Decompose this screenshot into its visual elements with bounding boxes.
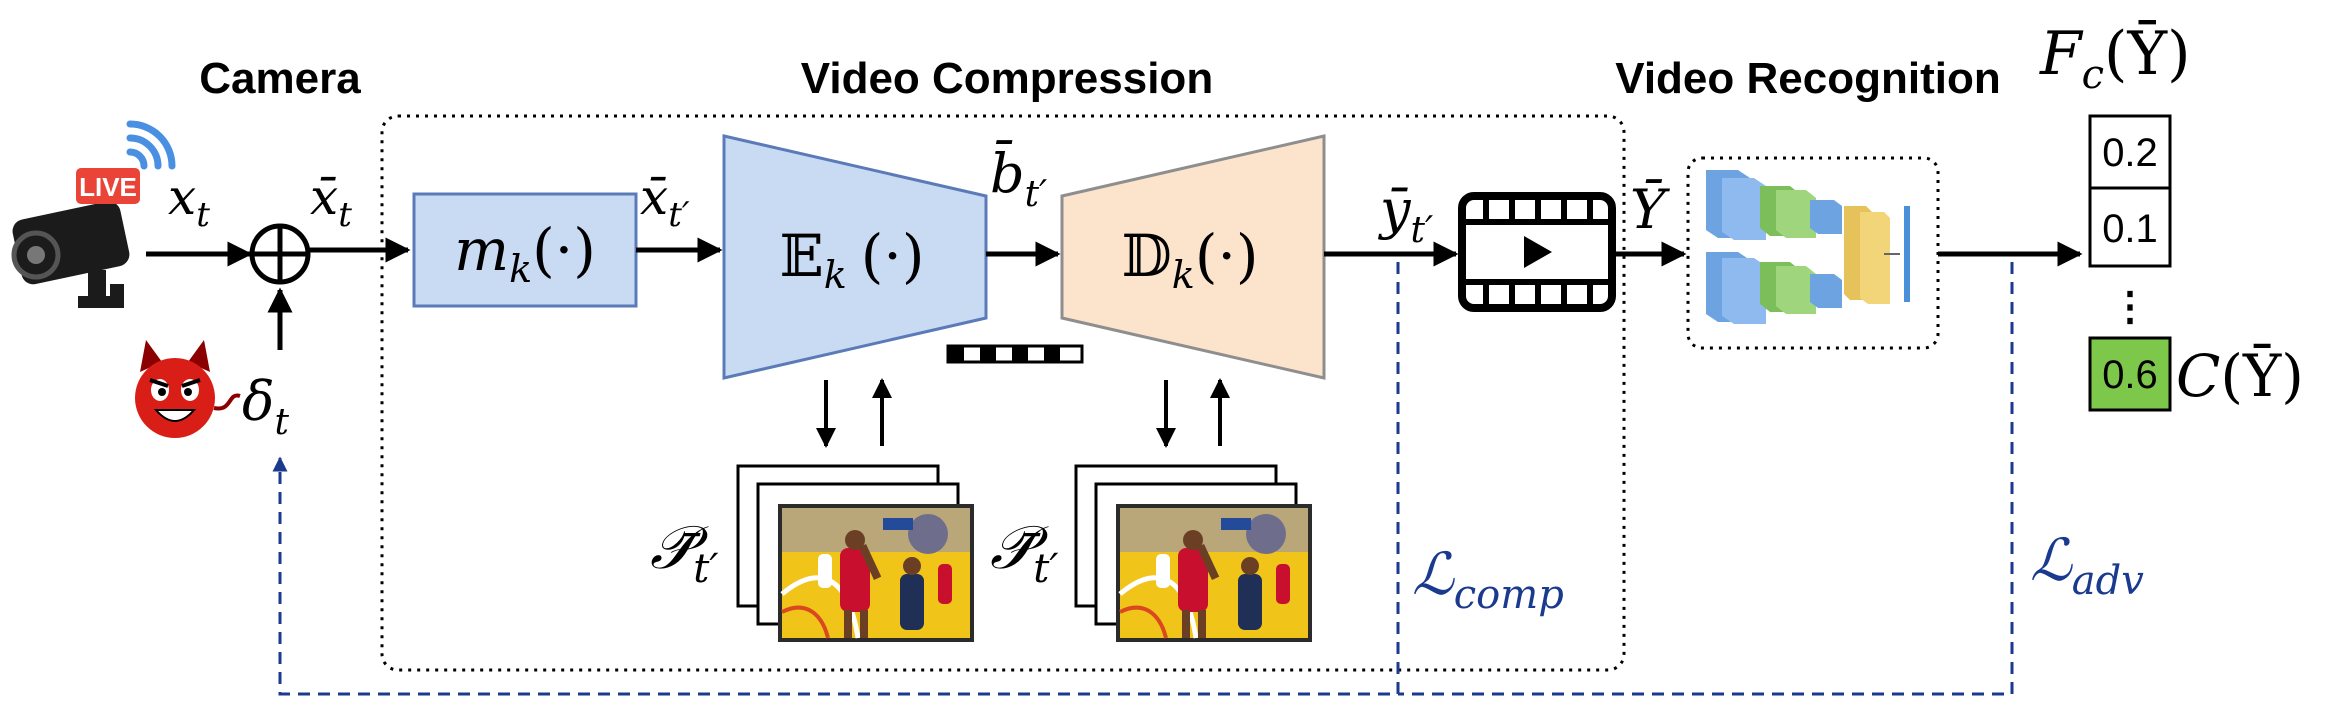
adder-plus-icon — [249, 223, 311, 285]
decoder-reference-frames — [1074, 464, 1312, 642]
cctv-camera-icon — [11, 201, 130, 308]
live-badge-label: LIVE — [79, 172, 137, 202]
loss-adv-label: ℒadv — [2030, 526, 2144, 604]
loss-comp-label: ℒcomp — [1412, 540, 1564, 618]
score-value-2: 0.1 — [2102, 207, 2158, 251]
p-bar-enc-label: 𝒫̄t′ — [650, 513, 718, 592]
devil-face-icon — [135, 340, 241, 438]
x-bar-t-label: x̄t — [310, 168, 352, 235]
score-box-2 — [2088, 186, 2172, 268]
camera-section-title: Camera — [199, 54, 361, 103]
mask-block-label: mk(·) — [454, 216, 596, 291]
neural-network-icon — [1706, 170, 1910, 324]
mask-block — [412, 192, 638, 308]
recognition-section-title: Video Recognition — [1615, 54, 2000, 103]
score-value-1: 0.2 — [2102, 131, 2158, 175]
score-box-1 — [2088, 114, 2172, 190]
delta-t-label: δt — [242, 370, 290, 443]
y-bar-t-prime-label: ȳt′ — [1378, 178, 1433, 251]
b-bar-t-prime-label: b̄t′ — [990, 139, 1047, 215]
f-c-header: Fc(Ȳ) — [2039, 19, 2190, 98]
loss-comp-feedback-line — [272, 262, 1400, 696]
wifi-signal-icon — [126, 120, 176, 170]
decoder-block — [1060, 134, 1326, 380]
x-bar-t-prime-label: x̄t′ — [640, 168, 690, 235]
score-box-predicted — [2088, 336, 2172, 412]
c-y-label: C(Ȳ) — [2176, 342, 2304, 410]
score-ellipsis: ⋮ — [2110, 285, 2150, 329]
x-t-label: xt — [168, 168, 210, 235]
compression-container — [380, 114, 1626, 672]
bitstream-icon — [946, 344, 1084, 364]
encoder-block-label: 𝔼k(·) — [780, 222, 925, 297]
compression-section-title: Video Compression — [801, 54, 1213, 103]
p-bar-dec-label: 𝒫̄t′ — [990, 513, 1058, 592]
decoder-block-label: 𝔻k(·) — [1121, 222, 1258, 297]
encoder-block — [722, 134, 988, 380]
loss-adv-feedback-line — [1398, 262, 2014, 696]
score-value-predicted: 0.6 — [2102, 353, 2158, 397]
live-badge: LIVE — [76, 168, 140, 204]
video-player-icon — [1458, 192, 1616, 312]
y-bar-label: Ȳ — [1630, 178, 1670, 241]
encoder-reference-frames — [736, 464, 974, 642]
